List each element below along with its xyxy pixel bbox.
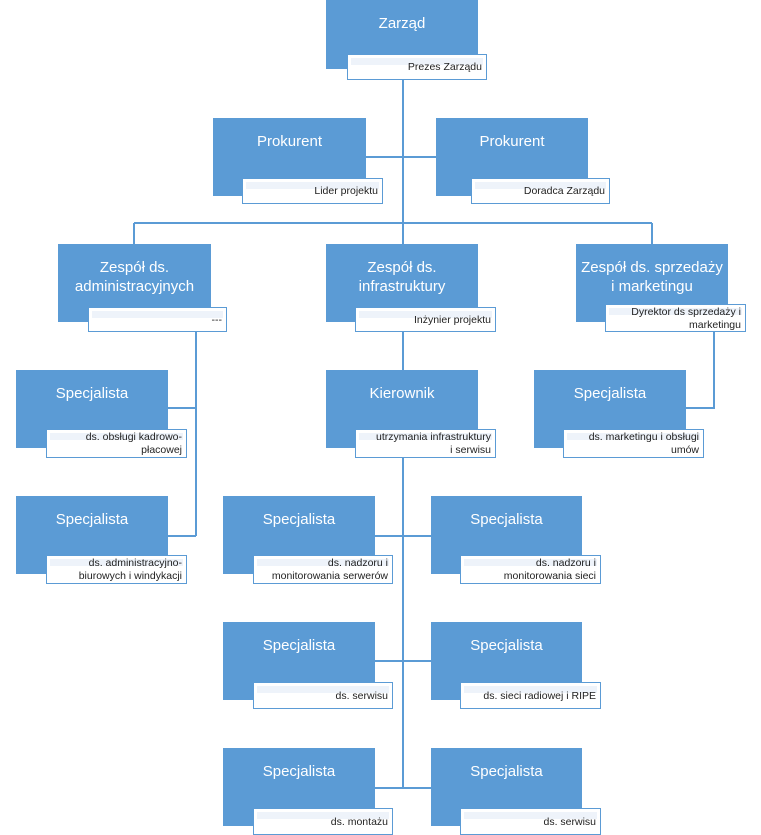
node-title-line: Prokurent xyxy=(479,133,545,150)
node-subtitle-line: monitorowania serwerów xyxy=(271,570,388,582)
node-subtitle-line: utrzymania infrastruktury xyxy=(376,431,491,443)
node-subtitle: Lider projektu xyxy=(242,178,383,204)
node-subtitle-line: ds. nadzoru i xyxy=(327,557,388,569)
node-title-line: Specjalista xyxy=(262,637,336,654)
node-title-line: i marketingu xyxy=(611,278,693,295)
node-subtitle-line: biurowych i windykacji xyxy=(78,570,182,582)
node-title-line: infrastruktury xyxy=(358,278,446,295)
node-subtitle: utrzymania infrastruktury i serwisu xyxy=(355,429,496,458)
node-title-line: Specjalista xyxy=(470,763,543,780)
node-title-line: Specjalista xyxy=(470,511,543,528)
connector-sales-trunk xyxy=(686,332,715,409)
node-subtitle-line: płacowej xyxy=(141,444,182,456)
node-subtitle: Inżynier projektu xyxy=(355,307,496,332)
node-subtitle: ds. serwisu xyxy=(253,682,393,709)
node-subtitle: Dyrektor ds sprzedaży i marketingu xyxy=(605,304,746,332)
node-subtitle-line: ds. serwisu xyxy=(543,815,596,828)
node-title-line: Specjalista xyxy=(262,763,336,780)
node-subtitle: Doradca Zarządu xyxy=(471,178,610,204)
node-subtitle: ds. obsługi kadrowo- płacowej xyxy=(46,429,187,458)
node-subtitle: ds. serwisu xyxy=(460,808,601,835)
node-subtitle-line: ds. serwisu xyxy=(335,689,388,702)
node-subtitle-line: marketingu xyxy=(689,318,741,331)
node-subtitle: --- xyxy=(88,307,227,332)
node-title-line: Zespół ds. xyxy=(367,259,437,276)
node-subtitle: ds. nadzoru i monitorowania sieci xyxy=(460,555,601,584)
node-title-line: Zespół ds. xyxy=(99,259,170,276)
node-title-line: Specjalista xyxy=(55,385,129,402)
node-subtitle-line: monitorowania sieci xyxy=(503,570,596,582)
node-subtitle-line: Dyrektor ds sprzedaży i xyxy=(631,305,741,318)
node-subtitle: ds. nadzoru i monitorowania serwerów xyxy=(253,555,393,584)
node-subtitle-line: ds. obsługi kadrowo- xyxy=(85,431,182,443)
node-subtitle-line: ds. marketingu i obsługi xyxy=(588,431,699,443)
node-subtitle: Prezes Zarządu xyxy=(347,54,487,80)
node-subtitle-line: ds. montażu xyxy=(330,815,388,828)
node-subtitle: ds. administracyjno- biurowych i windyka… xyxy=(46,555,187,584)
node-title-line: Specjalista xyxy=(470,637,543,654)
node-subtitle-line: Prezes Zarządu xyxy=(407,61,482,73)
node-title-line: Specjalista xyxy=(573,385,647,402)
node-title-line: Prokurent xyxy=(256,133,323,150)
node-subtitle: ds. montażu xyxy=(253,808,393,835)
node-title-line: administracyjnych xyxy=(74,278,195,295)
node-title-line: Specjalista xyxy=(262,511,336,528)
node-subtitle-line: ds. administracyjno- xyxy=(88,557,182,569)
node-subtitle-line: Inżynier projektu xyxy=(413,313,491,326)
node-subtitle: ds. marketingu i obsługi umów xyxy=(563,429,704,458)
node-subtitle-line: --- xyxy=(211,313,223,326)
node-subtitle-line: ds. sieci radiowej i RIPE xyxy=(483,689,596,702)
node-title-line: Zarząd xyxy=(378,15,426,32)
node-subtitle: ds. sieci radiowej i RIPE xyxy=(460,682,601,709)
node-title-line: Specjalista xyxy=(55,511,129,528)
node-title-line: Zespół ds. sprzedaży xyxy=(581,259,723,276)
node-subtitle-line: ds. nadzoru i xyxy=(535,557,596,569)
node-subtitle-line: umów xyxy=(670,444,699,456)
node-subtitle-line: Doradca Zarządu xyxy=(523,185,605,197)
node-subtitle-line: i serwisu xyxy=(450,444,491,456)
node-subtitle-line: Lider projektu xyxy=(314,185,378,197)
node-title-line: Kierownik xyxy=(369,385,435,402)
